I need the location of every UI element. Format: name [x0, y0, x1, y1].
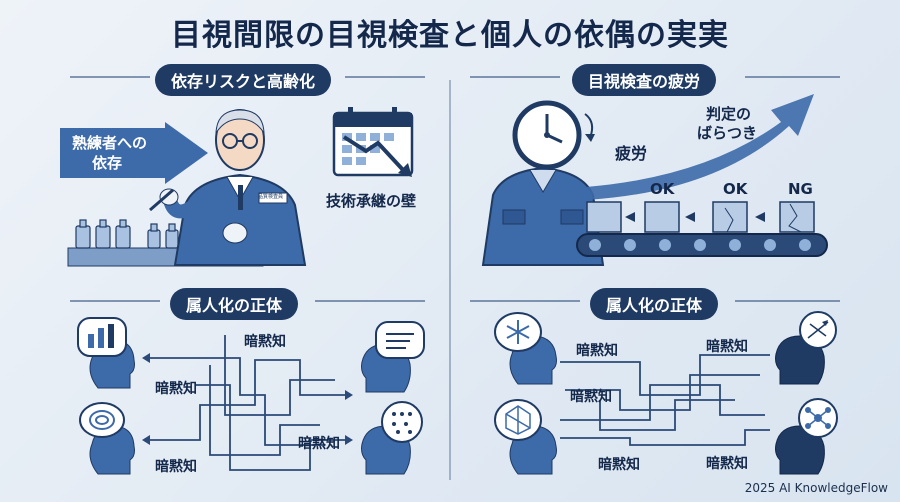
section-header-dependency-risk: 依存リスクと高齢化	[155, 64, 332, 96]
tacit-label-right-2: 暗黙知	[706, 339, 748, 355]
expert-dependency-label-1: 熟練者への	[72, 134, 148, 152]
divider-bottom-right-a	[470, 300, 580, 302]
footer-credit: 2025 AI KnowledgeFlow	[744, 481, 888, 495]
section-header-tacit-knowledge-right: 属人化の正体	[590, 288, 719, 320]
clock-icon	[512, 100, 582, 170]
tacit-label-left-3: 暗黙知	[298, 436, 340, 452]
divider-top-left-b	[345, 76, 425, 78]
result-ng: NG	[788, 180, 813, 198]
center-divider	[449, 80, 451, 480]
section-header-tacit-knowledge-left: 属人化の正体	[170, 288, 299, 320]
inspector-badge: 品質検査員	[258, 194, 284, 200]
calendar-icon	[332, 107, 414, 177]
tacit-label-left-4: 暗黙知	[155, 459, 197, 475]
variance-label-2: ばらつき	[697, 124, 758, 142]
divider-bottom-left-a	[70, 300, 160, 302]
tacit-label-left-1: 暗黙知	[244, 334, 286, 350]
tech-succession-caption: 技術承継の壁	[326, 192, 417, 210]
thinking-head-molecule-icon	[494, 399, 557, 475]
divider-top-left-a	[70, 76, 150, 78]
thinking-head-text-icon	[361, 321, 425, 393]
thinking-head-snowflake-icon	[494, 312, 557, 385]
thinking-head-graph-icon	[775, 311, 837, 385]
fatigue-label: 疲労	[615, 144, 648, 163]
elderly-inspector-illustration	[149, 109, 307, 266]
tacit-label-right-1: 暗黙知	[576, 343, 618, 359]
page-title: 目視間限の目視検査と個人の依偶の実実	[171, 18, 729, 53]
result-ok-2: OK	[723, 180, 748, 198]
expert-dependency-label-2: 依存	[92, 154, 123, 172]
tacit-label-right-3: 暗黙知	[570, 389, 612, 405]
expert-dependency-arrow	[60, 122, 208, 184]
section-header-inspection-fatigue: 目視検査の疲労	[572, 64, 717, 96]
rising-trend-arrow	[586, 94, 814, 200]
thinking-head-circuit-icon	[361, 401, 423, 475]
thinking-head-bar-chart-icon	[77, 317, 135, 389]
thinking-head-network-icon	[775, 398, 838, 475]
small-curl-arrow-icon	[584, 113, 595, 142]
divider-top-right-b	[745, 76, 840, 78]
conveyor-belt	[576, 201, 828, 257]
tacit-label-right-5: 暗黙知	[598, 457, 640, 473]
divider-top-right-a	[470, 76, 560, 78]
variance-label-1: 判定の	[706, 105, 752, 123]
divider-bottom-left-b	[315, 300, 425, 302]
thinking-head-fingerprint-icon	[79, 402, 135, 475]
tacit-label-right-4: 暗黙知	[706, 456, 748, 472]
result-ok-1: OK	[650, 180, 675, 198]
divider-bottom-right-b	[735, 300, 840, 302]
tacit-label-left-2: 暗黙知	[155, 381, 197, 397]
